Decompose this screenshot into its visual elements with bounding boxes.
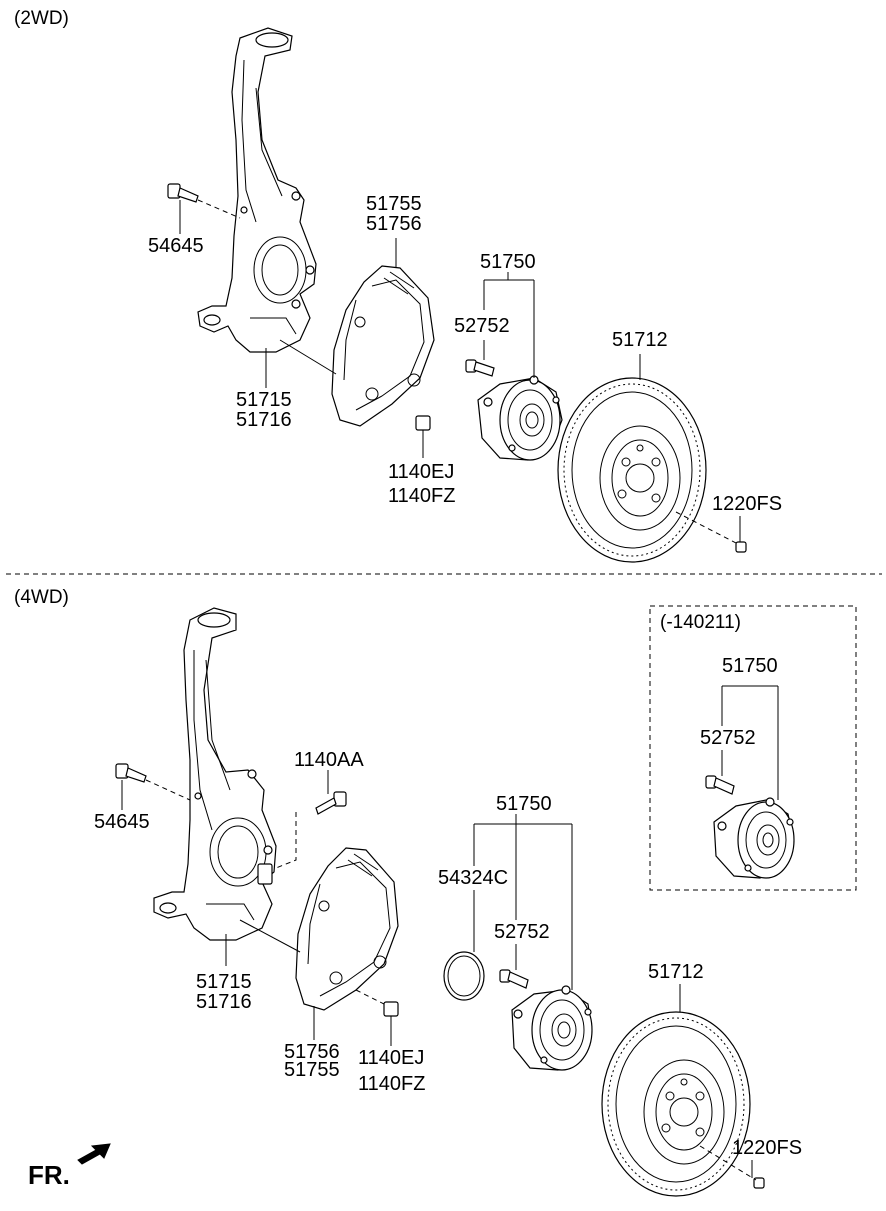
hub-bolt-2wd: [465, 359, 495, 377]
part-number-dust-shield-rh: 51756: [366, 213, 422, 235]
part-number-shield-bolt-a: 1140EJ: [388, 461, 455, 483]
part-number-o-ring-4wd: 54324C: [438, 867, 509, 889]
part-number-hub-bolt-4wd: 52752: [494, 921, 550, 943]
steering-knuckle-2wd: [197, 27, 317, 353]
part-number-disc-screw-4wd: 1220FS: [732, 1137, 803, 1159]
shield-bolt-4wd: [355, 989, 399, 1024]
part-number-hub-bolt: 52752: [454, 315, 510, 337]
part-number-caliper-bolt-4wd: 1140AA: [294, 749, 364, 771]
part-number-brake-disc-4wd: 51712: [648, 961, 704, 983]
front-arrow-icon: [77, 1143, 111, 1165]
part-number-shield-bolt-a-4wd: 1140EJ: [358, 1047, 425, 1069]
hub-bearing-inset: [713, 797, 795, 879]
part-number-hub-assy-4wd: 51750: [496, 793, 552, 815]
part-number-hub-assy-inset: 51750: [722, 655, 778, 677]
part-number-disc-screw: 1220FS: [712, 493, 783, 515]
leaders-2wd: [179, 200, 741, 542]
leaders-inset: [721, 685, 779, 800]
part-number-hub-bolt-inset: 52752: [700, 727, 756, 749]
disc-screw-4wd: [699, 1145, 765, 1189]
part-number-shield-bolt-b-4wd: 1140FZ: [358, 1073, 426, 1095]
section-label-2wd: (2WD): [14, 8, 69, 29]
steering-knuckle-4wd: [153, 607, 277, 941]
front-direction-label: FR.: [28, 1160, 70, 1190]
leaders-4wd: [121, 770, 753, 1178]
part-number-knuckle-rh-4wd: 51716: [196, 991, 252, 1013]
knuckle-bolt-4wd: [115, 763, 191, 801]
hub-bearing-2wd: [477, 375, 563, 461]
hub-bolt-4wd: [499, 969, 529, 989]
brake-disc-2wd: [557, 377, 707, 563]
brake-disc-4wd: [601, 1011, 751, 1197]
caliper-bolt-4wd: [275, 791, 347, 869]
hub-bearing-4wd: [511, 985, 593, 1071]
part-number-hub-assy: 51750: [480, 251, 536, 273]
knuckle-bolt-2wd: [167, 183, 241, 219]
part-number-dust-shield-a-4wd: 51756: [284, 1041, 340, 1063]
part-number-dust-shield-b-4wd: 51755: [284, 1059, 340, 1081]
inset-box: [649, 605, 857, 891]
part-number-knuckle-rh: 51716: [236, 409, 292, 431]
part-number-knuckle-bolt: 54645: [148, 235, 204, 257]
shield-bolt-2wd: [415, 415, 431, 440]
part-number-knuckle-lh: 51715: [236, 389, 292, 411]
section-label-4wd: (4WD): [14, 587, 69, 608]
dust-shield-2wd: [331, 265, 435, 427]
hub-bolt-inset: [705, 775, 735, 795]
disc-screw-2wd: [675, 511, 747, 553]
section-label-inset: (-140211): [660, 612, 741, 633]
part-number-brake-disc: 51712: [612, 329, 668, 351]
part-number-dust-shield-lh: 51755: [366, 193, 422, 215]
dust-shield-4wd: [295, 847, 399, 1011]
o-ring-4wd: [443, 951, 485, 1001]
part-number-knuckle-lh-4wd: 51715: [196, 971, 252, 993]
part-number-knuckle-bolt-4wd: 54645: [94, 811, 150, 833]
part-number-shield-bolt-b: 1140FZ: [388, 485, 456, 507]
